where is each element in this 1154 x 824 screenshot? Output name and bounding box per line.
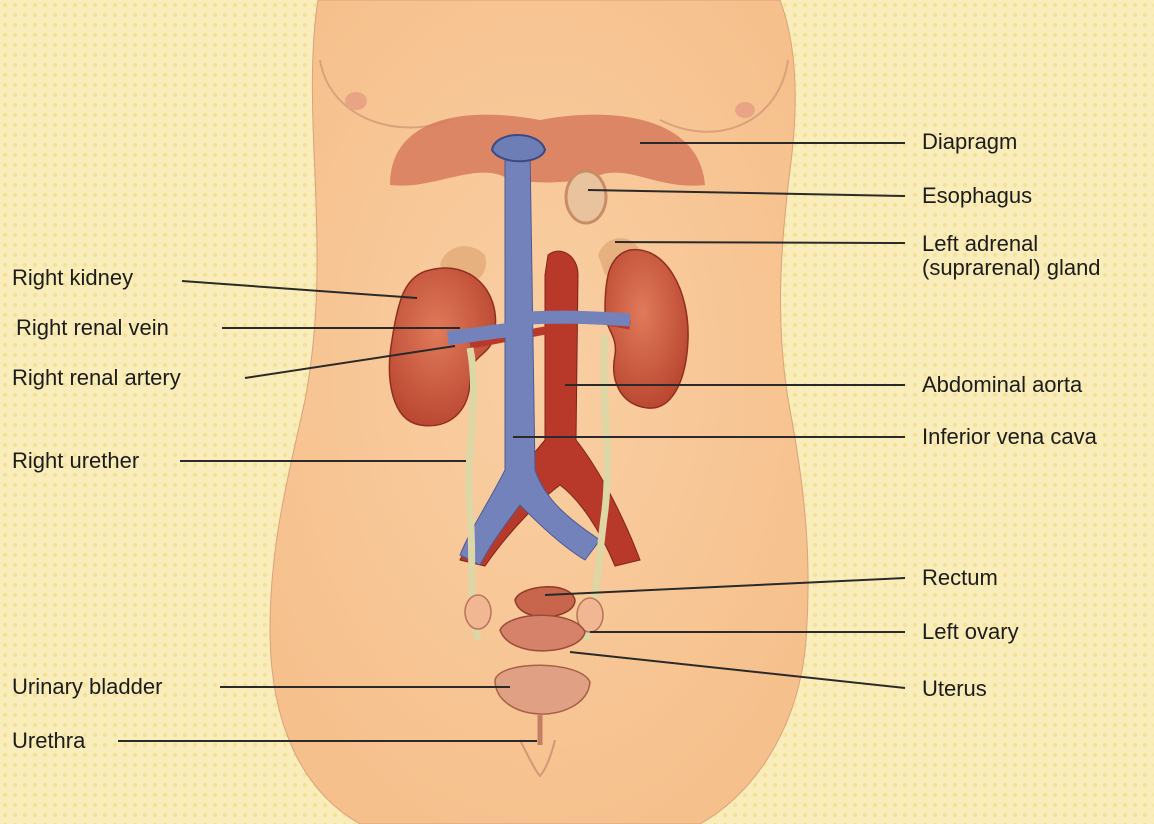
left-renal-vein	[530, 317, 630, 320]
right-ovary-shape	[465, 595, 491, 629]
ivc-top	[492, 135, 545, 161]
label-esophagus: Esophagus	[922, 184, 1032, 208]
label-uterus: Uterus	[922, 677, 987, 701]
rectum-shape	[515, 587, 575, 617]
label-rectum: Rectum	[922, 566, 998, 590]
label-left-adrenal: Left adrenal (suprarenal) gland	[922, 232, 1154, 280]
label-urethra: Urethra	[12, 729, 85, 753]
diaphragm-shape	[390, 115, 705, 186]
label-right-renal-vein: Right renal vein	[16, 316, 169, 340]
label-right-renal-artery: Right renal artery	[12, 366, 181, 390]
leader-left-adrenal	[615, 242, 905, 243]
right-nipple	[345, 92, 367, 110]
right-renal-vein-vessel	[448, 330, 508, 338]
label-right-urether: Right urether	[12, 449, 139, 473]
label-left-ovary: Left ovary	[922, 620, 1019, 644]
label-diapragm: Diapragm	[922, 130, 1017, 154]
label-abdominal-aorta: Abdominal aorta	[922, 373, 1082, 397]
left-nipple	[735, 102, 755, 118]
esophagus-shape	[566, 171, 606, 223]
label-urinary-bladder: Urinary bladder	[12, 675, 162, 699]
label-right-kidney: Right kidney	[12, 266, 133, 290]
label-inferior-vena-cava: Inferior vena cava	[922, 425, 1097, 449]
